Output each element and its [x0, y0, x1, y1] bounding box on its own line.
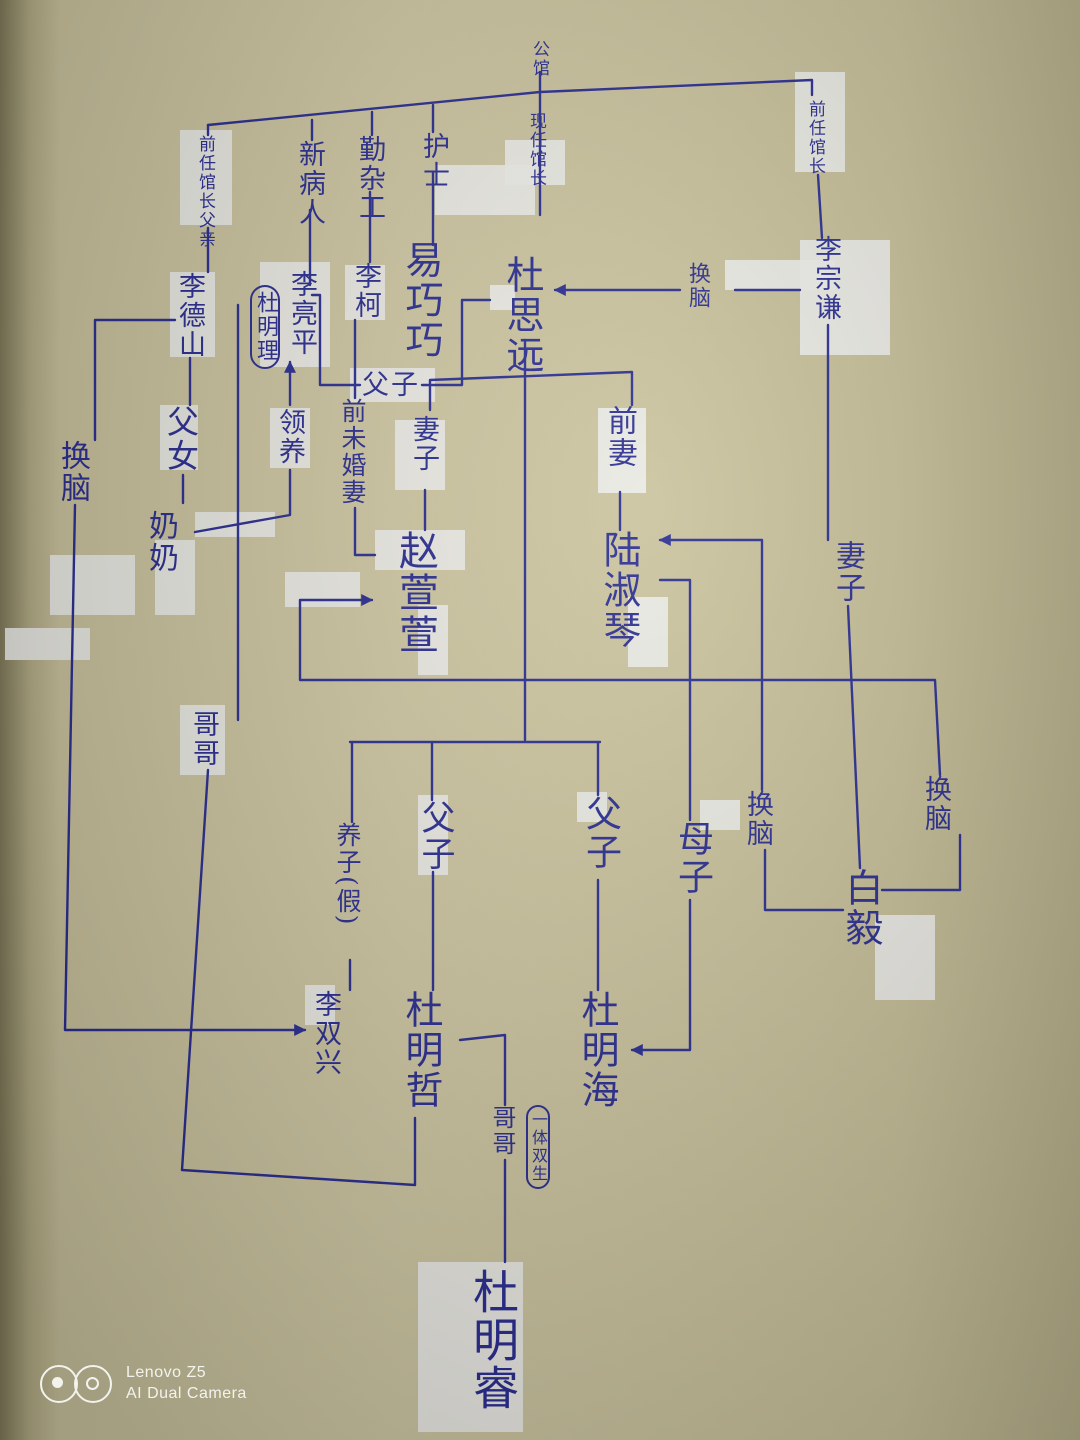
node-du-mingzhe: 杜明哲: [399, 990, 443, 1110]
line-wife-right: [826, 323, 862, 870]
node-former-director: 前任馆长: [805, 100, 825, 176]
node-yi-qiaoqiao: 易巧巧: [399, 240, 443, 360]
tape-patch: [795, 72, 845, 172]
tape-patch: [418, 1262, 523, 1432]
rel-adopted: 领养: [274, 408, 305, 466]
rel-conjoined: 一体双生: [526, 1105, 550, 1189]
line-segment: [423, 488, 622, 532]
tape-patch: [700, 800, 740, 830]
arrow-brain-swap-left: [63, 318, 305, 1030]
rel-father-daughter: 父女: [162, 405, 200, 473]
node-new-patient: 新病人: [294, 140, 325, 227]
rel-father-son-top: 父子: [362, 370, 420, 401]
line-ex-fiancee: [353, 318, 377, 557]
tape-patch: [598, 408, 646, 493]
watermark-model: Lenovo Z5: [126, 1364, 207, 1381]
arrow-mother-son: [632, 578, 692, 1050]
tape-patch: [50, 555, 135, 615]
tape-patch: [875, 915, 935, 1000]
line-segment: [368, 110, 374, 264]
tape-patch: [170, 272, 215, 357]
rel-brother-left: 哥哥: [188, 710, 219, 768]
line-segment: [188, 123, 210, 407]
tape-patch: [180, 130, 232, 225]
camera-watermark: Lenovo Z5 AI Dual Camera: [40, 1362, 247, 1404]
tape-patch: [577, 792, 607, 822]
arrow-brain-swap-mid: [660, 540, 845, 912]
node-root: 公馆: [529, 40, 549, 78]
line-segment: [816, 173, 824, 240]
rel-grandma: 奶奶: [143, 510, 178, 574]
rel-ex-wife: 前妻: [602, 405, 637, 469]
rel-brother-bottom: 哥哥: [488, 1105, 516, 1157]
node-li-ke: 李柯: [350, 262, 381, 320]
node-li-deshan: 李德山: [174, 272, 205, 359]
tape-patch: [395, 420, 445, 490]
rel-brain-swap-mid: 换脑: [742, 790, 773, 848]
node-du-mingrui: 杜明睿: [466, 1268, 520, 1412]
tape-patch: [180, 705, 225, 775]
tape-patch: [800, 240, 890, 355]
line-brother-left: [180, 303, 417, 1187]
node-lu-shuqin: 陆淑琴: [597, 530, 641, 650]
tape-patch: [490, 285, 515, 310]
line-top-bar: [206, 78, 814, 127]
line-segment: [308, 118, 314, 287]
rel-father-son-mid: 父子: [415, 800, 455, 872]
rel-wife-zhao: 妻子: [408, 415, 439, 473]
line-segment: [348, 870, 600, 992]
rel-adopted-son-fake: 养子(假): [333, 822, 362, 927]
tape-patch: [418, 605, 448, 675]
tape-patch: [418, 795, 448, 875]
rel-brain-swap-top: 换脑: [685, 262, 710, 310]
tape-patch: [5, 628, 90, 660]
tape-patch: [505, 140, 565, 185]
camera-logo-icon: [40, 1363, 112, 1403]
line-brother-bottom: [458, 1033, 507, 1264]
rel-brain-swap-right: 换脑: [920, 775, 951, 833]
rel-father-son-right: 父子: [580, 795, 621, 871]
tape-patch: [155, 540, 195, 615]
tape-patch: [345, 265, 385, 320]
node-li-liangping: 李亮平: [286, 270, 317, 357]
arrow-adopted: [193, 362, 290, 534]
rel-mother-son: 母子: [672, 820, 713, 896]
arrow-brain-swap-right: [298, 600, 962, 892]
node-former-director-father: 前任馆长父亲: [195, 135, 215, 249]
node-handyman: 勤杂工: [354, 135, 385, 222]
line-children: [348, 338, 602, 824]
rel-ex-fiancee: 前未婚妻: [338, 398, 367, 506]
rel-wife-right: 妻子: [830, 540, 865, 604]
node-du-mingli: 杜明理: [250, 285, 280, 369]
node-zhao-xuanxuan: 赵萱萱: [392, 530, 438, 656]
node-bai-yi: 白毅: [839, 868, 883, 948]
tape-patch: [270, 408, 310, 468]
node-du-siyuan: 杜思远: [500, 255, 544, 375]
line-father-son-top: [310, 293, 492, 387]
node-li-shuangxing: 李双兴: [310, 990, 341, 1077]
node-nurse: 护士: [418, 132, 449, 190]
rel-brain-swap-left: 换脑: [55, 440, 90, 504]
watermark-camera: AI Dual Camera: [126, 1385, 247, 1402]
line-wives: [428, 370, 634, 412]
tape-patch: [160, 405, 198, 470]
node-li-zongqian: 李宗谦: [810, 235, 841, 322]
tape-patch: [628, 597, 668, 667]
node-current-director: 现任馆长: [526, 112, 546, 188]
tape-patch: [375, 530, 465, 570]
node-du-minghai: 杜明海: [575, 990, 619, 1110]
